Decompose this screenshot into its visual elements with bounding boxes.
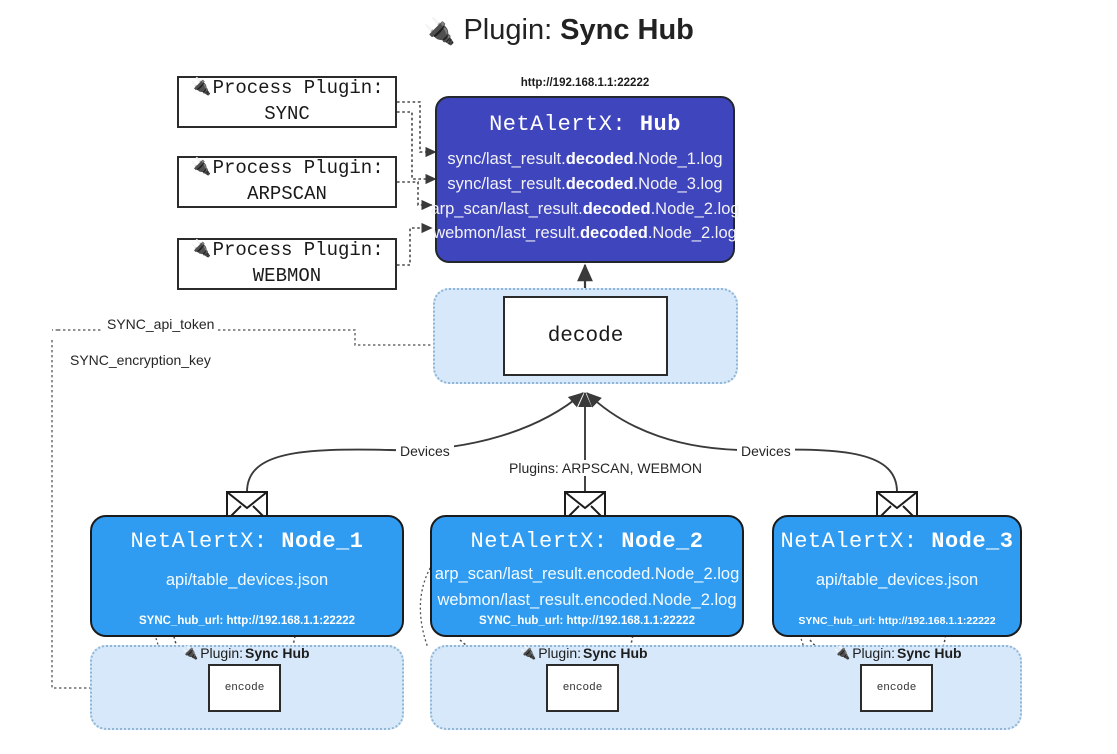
plug-icon: 🔌 bbox=[182, 645, 199, 660]
plug-icon: 🔌 bbox=[190, 158, 212, 178]
page-title: 🔌 Plugin: Sync Hub bbox=[0, 14, 1117, 47]
edge-label-devices-left: Devices bbox=[396, 443, 454, 459]
edge-label-devices-right: Devices bbox=[737, 443, 795, 459]
hub-log-2: sync/last_result.decoded.Node_3.log bbox=[447, 174, 723, 193]
hub-box[interactable]: NetAlertX: Hub sync/last_result.decoded.… bbox=[430, 96, 740, 263]
process-plugin-sync-box[interactable]: 🔌 Process Plugin: SYNC bbox=[177, 76, 397, 128]
process-plugin-sync-line2: SYNC bbox=[264, 103, 310, 125]
plugin-label-node-1: 🔌 Plugin: Sync Hub bbox=[182, 645, 310, 661]
node-1-hub-url: SYNC_hub_url: http://192.168.1.1:22222 bbox=[138, 615, 356, 627]
hub-title: NetAlertX: Hub bbox=[489, 112, 681, 137]
decode-box[interactable]: decode bbox=[503, 296, 668, 376]
node-1-title: NetAlertX: Node_1 bbox=[130, 529, 364, 554]
node-2-line-2: webmon/last_result.encoded.Node_2.log bbox=[437, 590, 737, 609]
node-box-2[interactable]: NetAlertX: Node_2 arp_scan/last_result.e… bbox=[430, 515, 744, 637]
encode-box-node-1[interactable]: encode bbox=[208, 664, 281, 712]
node-2-title: NetAlertX: Node_2 bbox=[470, 529, 704, 554]
hub-log-1: sync/last_result.decoded.Node_1.log bbox=[447, 150, 723, 168]
node-3-hub-url: SYNC_hub_url: http://192.168.1.1:22222 bbox=[798, 615, 996, 627]
process-plugin-arpscan-box[interactable]: 🔌 Process Plugin: ARPSCAN bbox=[177, 156, 397, 208]
secret-label-encryption-key: SYNC_encryption_key bbox=[66, 352, 215, 368]
plug-icon: 🔌 bbox=[520, 645, 537, 660]
hub-log-3: arp_scan/last_result.decoded.Node_2.log bbox=[430, 199, 740, 218]
node-1-line-1: api/table_devices.json bbox=[165, 571, 329, 589]
page-title-name: Sync Hub bbox=[560, 14, 694, 46]
plugin-label-node-2: 🔌 Plugin: Sync Hub bbox=[520, 645, 648, 661]
secret-label-api-token: SYNC_api_token bbox=[103, 316, 219, 332]
encode-box-node-2[interactable]: encode bbox=[546, 664, 619, 712]
node-box-3[interactable]: NetAlertX: Node_3 api/table_devices.json… bbox=[772, 515, 1022, 637]
hub-url-label: http://192.168.1.1:22222 bbox=[520, 77, 650, 89]
page-title-prefix: Plugin: bbox=[463, 14, 553, 46]
process-plugin-arpscan-line1: 🔌 Process Plugin: bbox=[190, 157, 384, 180]
plug-icon: 🔌 bbox=[190, 78, 212, 98]
plugin-label-node-3: 🔌 Plugin: Sync Hub bbox=[834, 645, 962, 661]
process-plugin-webmon-box[interactable]: 🔌 Process Plugin: WEBMON bbox=[177, 238, 397, 290]
plug-icon: 🔌 bbox=[834, 645, 851, 660]
hub-log-4: webmon/last_result.decoded.Node_2.log bbox=[433, 224, 737, 243]
node-2-hub-url: SYNC_hub_url: http://192.168.1.1:22222 bbox=[478, 615, 696, 627]
node-3-title: NetAlertX: Node_3 bbox=[780, 529, 1014, 554]
plug-icon: 🔌 bbox=[423, 15, 456, 46]
process-plugin-arpscan-line2: ARPSCAN bbox=[247, 183, 327, 205]
node-box-1[interactable]: NetAlertX: Node_1 api/table_devices.json… bbox=[90, 515, 404, 637]
plug-icon: 🔌 bbox=[190, 240, 212, 260]
node-2-line-1: arp_scan/last_result.encoded.Node_2.log bbox=[434, 565, 740, 583]
edge-label-plugins-center: Plugins: ARPSCAN, WEBMON bbox=[505, 460, 706, 476]
encode-box-node-3[interactable]: encode bbox=[860, 664, 933, 712]
process-plugin-webmon-line2: WEBMON bbox=[252, 265, 322, 287]
process-plugin-webmon-line1: 🔌 Process Plugin: bbox=[190, 239, 384, 262]
process-plugin-sync-line1: 🔌 Process Plugin: bbox=[190, 77, 384, 100]
node-3-line-1: api/table_devices.json bbox=[815, 571, 979, 589]
